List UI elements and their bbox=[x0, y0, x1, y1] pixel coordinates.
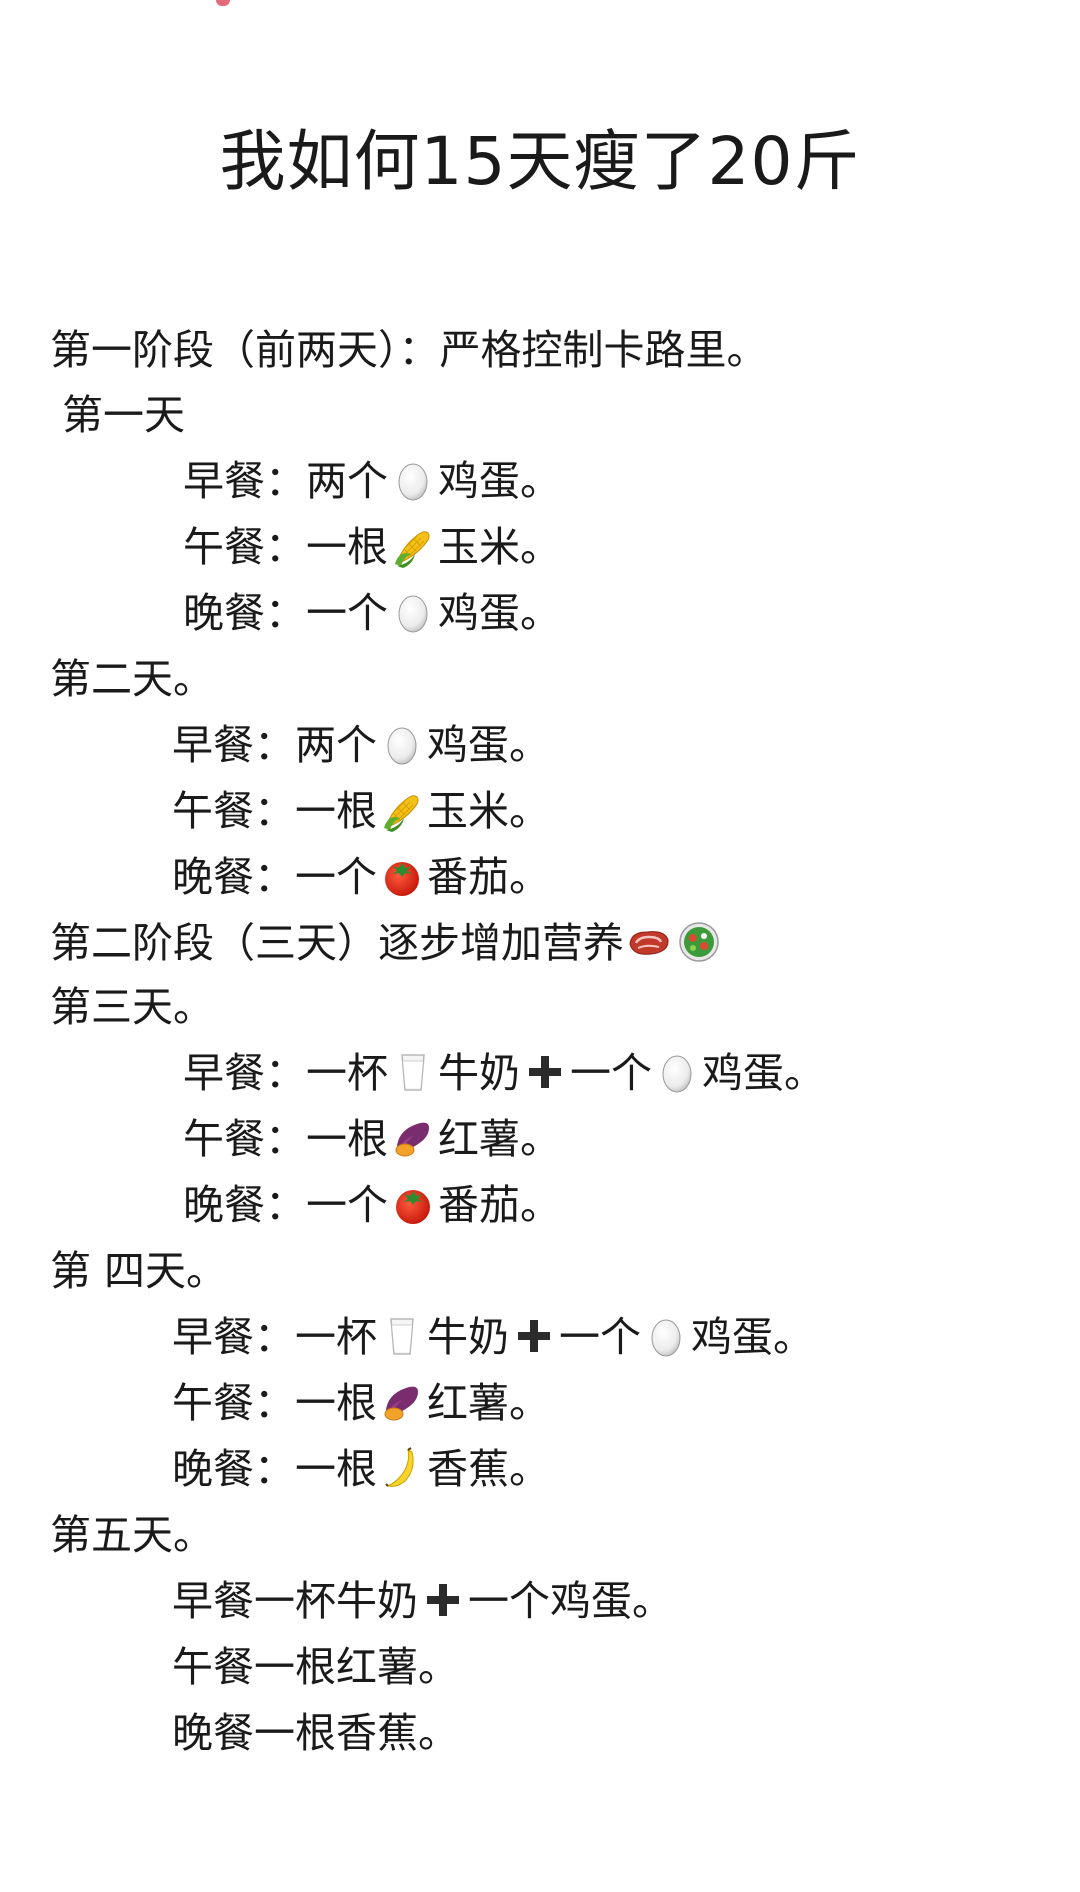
salad-icon bbox=[677, 920, 721, 964]
meal-text: 鸡蛋。 bbox=[438, 589, 561, 637]
page-title: 我如何15天瘦了20斤 bbox=[219, 123, 861, 200]
heading-text: 第二阶段（三天）逐步增加营养 bbox=[50, 919, 624, 967]
day4-lunch: 午餐：一根 红薯。 bbox=[172, 1375, 550, 1431]
day5-dinner: 晚餐一根香蕉。 bbox=[172, 1709, 459, 1757]
meal-text: 晚餐：一个 bbox=[183, 1181, 388, 1229]
meal-text: 牛奶 bbox=[427, 1313, 509, 1361]
day1-lunch: 午餐：一根 玉米。 bbox=[183, 519, 561, 575]
corn-icon bbox=[380, 788, 424, 832]
meal-text: 鸡蛋。 bbox=[427, 721, 550, 769]
meal-text: 一个 bbox=[570, 1049, 652, 1097]
phase2-heading: 第二阶段（三天）逐步增加营养 bbox=[50, 915, 724, 971]
plus-icon bbox=[523, 1050, 567, 1094]
meal-text: 午餐：一根 bbox=[183, 1115, 388, 1163]
meal-text: 午餐：一根 bbox=[172, 787, 377, 835]
egg-icon bbox=[655, 1050, 699, 1094]
day2-label: 第二天。 bbox=[50, 655, 214, 703]
meal-text: 早餐：一杯 bbox=[172, 1313, 377, 1361]
meal-text: 玉米。 bbox=[438, 523, 561, 571]
day1-label: 第一天 bbox=[62, 391, 185, 439]
meal-text: 早餐：一杯 bbox=[183, 1049, 388, 1097]
day5-breakfast: 早餐一杯牛奶 一个鸡蛋。 bbox=[172, 1573, 673, 1629]
day3-label: 第三天。 bbox=[50, 983, 214, 1031]
sweet-potato-icon bbox=[391, 1116, 435, 1160]
meal-text: 早餐一杯牛奶 bbox=[172, 1577, 418, 1625]
corn-icon bbox=[391, 524, 435, 568]
day4-breakfast: 早餐：一杯 牛奶 一个 鸡蛋。 bbox=[172, 1309, 814, 1365]
day3-dinner: 晚餐：一个 番茄。 bbox=[183, 1177, 561, 1233]
meal-text: 晚餐：一个 bbox=[172, 853, 377, 901]
plus-icon bbox=[421, 1578, 465, 1622]
egg-icon bbox=[391, 458, 435, 502]
day4-label: 第 四天。 bbox=[50, 1247, 228, 1295]
meal-text: 牛奶 bbox=[438, 1049, 520, 1097]
day3-lunch: 午餐：一根 红薯。 bbox=[183, 1111, 561, 1167]
meal-text: 一个鸡蛋。 bbox=[468, 1577, 673, 1625]
meal-text: 晚餐：一根 bbox=[172, 1445, 377, 1493]
day4-dinner: 晚餐：一根 香蕉。 bbox=[172, 1441, 550, 1497]
meal-text: 玉米。 bbox=[427, 787, 550, 835]
meal-text: 红薯。 bbox=[438, 1115, 561, 1163]
day1-dinner: 晚餐：一个 鸡蛋。 bbox=[183, 585, 561, 641]
meal-text: 早餐：两个 bbox=[183, 457, 388, 505]
top-edge-mark bbox=[216, 0, 230, 6]
meal-text: 鸡蛋。 bbox=[702, 1049, 825, 1097]
banana-icon bbox=[380, 1446, 424, 1490]
day5-lunch: 午餐一根红薯。 bbox=[172, 1643, 459, 1691]
egg-icon bbox=[380, 722, 424, 766]
egg-icon bbox=[644, 1314, 688, 1358]
day3-breakfast: 早餐：一杯 牛奶 一个 鸡蛋。 bbox=[183, 1045, 825, 1101]
meat-icon bbox=[627, 920, 671, 964]
day2-breakfast: 早餐：两个 鸡蛋。 bbox=[172, 717, 550, 773]
egg-icon bbox=[391, 590, 435, 634]
meal-text: 早餐：两个 bbox=[172, 721, 377, 769]
day2-dinner: 晚餐：一个 番茄。 bbox=[172, 849, 550, 905]
day1-breakfast: 早餐：两个 鸡蛋。 bbox=[183, 453, 561, 509]
sweet-potato-icon bbox=[380, 1380, 424, 1424]
meal-text: 一个 bbox=[559, 1313, 641, 1361]
milk-icon bbox=[391, 1050, 435, 1094]
phase1-heading: 第一阶段（前两天）：严格控制卡路里。 bbox=[50, 326, 768, 374]
meal-text: 午餐：一根 bbox=[172, 1379, 377, 1427]
meal-text: 午餐：一根 bbox=[183, 523, 388, 571]
meal-text: 香蕉。 bbox=[427, 1445, 550, 1493]
day2-lunch: 午餐：一根 玉米。 bbox=[172, 783, 550, 839]
meal-text: 晚餐：一个 bbox=[183, 589, 388, 637]
meal-text: 鸡蛋。 bbox=[438, 457, 561, 505]
meal-text: 番茄。 bbox=[427, 853, 550, 901]
tomato-icon bbox=[380, 854, 424, 898]
meal-text: 番茄。 bbox=[438, 1181, 561, 1229]
tomato-icon bbox=[391, 1182, 435, 1226]
day5-label: 第五天。 bbox=[50, 1511, 214, 1559]
plus-icon bbox=[512, 1314, 556, 1358]
meal-text: 红薯。 bbox=[427, 1379, 550, 1427]
meal-text: 鸡蛋。 bbox=[691, 1313, 814, 1361]
milk-icon bbox=[380, 1314, 424, 1358]
